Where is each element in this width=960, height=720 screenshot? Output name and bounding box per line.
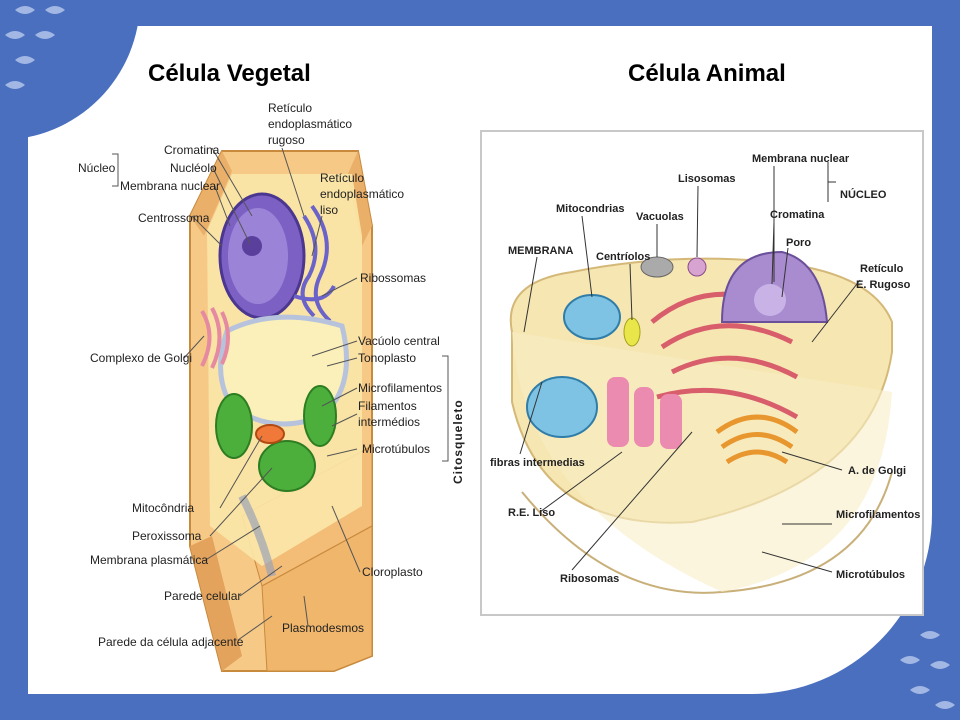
label-a-poro: Poro — [786, 237, 811, 249]
label-a-mitocondrias: Mitocondrias — [556, 203, 624, 215]
label-microtubulos: Microtúbulos — [362, 442, 430, 456]
label-centrossoma: Centrossoma — [138, 211, 210, 225]
label-citosqueleto: Citosqueleto — [451, 399, 465, 484]
label-nucleo: Núcleo — [78, 161, 116, 175]
label-complexo-golgi: Complexo de Golgi — [90, 351, 192, 365]
label-ribossomas: Ribossomas — [360, 271, 426, 285]
label-tonoplasto: Tonoplasto — [358, 351, 416, 365]
endoplasmic-reticulum — [293, 204, 336, 323]
label-a-re-liso: R.E. Liso — [508, 507, 555, 519]
label-filamentos-2: intermédios — [358, 415, 420, 429]
golgi-apparatus — [200, 307, 230, 369]
label-a-microfilamentos: Microfilamentos — [836, 509, 920, 521]
label-microfilamentos: Microfilamentos — [358, 381, 442, 395]
mitochondrion-2 — [526, 376, 598, 438]
animal-golgi — [715, 414, 799, 465]
label-a-reticulo-1: Retículo — [860, 263, 904, 275]
mitochondrion-1 — [563, 294, 621, 340]
label-a-centriolos: Centríolos — [596, 251, 650, 263]
label-peroxissoma: Peroxissoma — [132, 529, 202, 543]
label-a-lisosomas: Lisosomas — [678, 173, 735, 185]
plant-labels: Núcleo Cromatina Nucléolo Membrana nucle… — [78, 101, 465, 649]
nucleus — [218, 192, 306, 320]
label-parede-celular: Parede celular — [164, 589, 241, 603]
animal-cell-diagram: Membrana nuclear NÚCLEO Lisosomas Mitoco… — [480, 130, 924, 616]
smooth-er — [607, 377, 682, 449]
label-ret-liso-2: endoplasmático — [320, 187, 404, 201]
label-a-microtubulos: Microtúbulos — [836, 569, 905, 581]
label-ret-rugoso-3: rugoso — [268, 133, 305, 147]
label-nucleolo: Nucléolo — [170, 161, 217, 175]
label-ret-liso-1: Retículo — [320, 171, 364, 185]
label-cloroplasto: Cloroplasto — [362, 565, 423, 579]
label-cromatina: Cromatina — [164, 143, 220, 157]
label-vacuolo-central: Vacúolo central — [358, 334, 440, 348]
label-a-golgi: A. de Golgi — [848, 465, 906, 477]
label-membrana-nuclear: Membrana nuclear — [120, 179, 220, 193]
label-membrana-plasmatica: Membrana plasmática — [90, 553, 208, 567]
label-a-membrana: MEMBRANA — [508, 245, 573, 257]
label-ret-rugoso-2: endoplasmático — [268, 117, 352, 131]
chloroplasts — [215, 385, 337, 492]
lysosome — [687, 257, 707, 277]
animal-leader-lines — [519, 162, 861, 573]
label-a-membrana-nuclear: Membrana nuclear — [752, 153, 850, 165]
label-a-ribosomas: Ribosomas — [560, 573, 619, 585]
corner-ornament-top-left — [5, 6, 65, 89]
plant-cell-diagram: Núcleo Cromatina Nucléolo Membrana nucle… — [72, 96, 468, 682]
corner-ornament-bottom-right — [900, 631, 955, 709]
leader-lines — [112, 147, 449, 641]
label-mitocondria: Mitocôndria — [132, 501, 194, 515]
label-a-reticulo-2: E. Rugoso — [856, 279, 911, 291]
title-animal-cell: Célula Animal — [628, 60, 786, 87]
animal-nucleus — [720, 250, 829, 323]
label-a-cromatina: Cromatina — [770, 209, 825, 221]
label-parede-adjacente: Parede da célula adjacente — [98, 635, 244, 649]
animal-labels: Membrana nuclear NÚCLEO Lisosomas Mitoco… — [490, 153, 920, 585]
label-ret-liso-3: liso — [320, 203, 338, 217]
label-ret-rugoso-1: Retículo — [268, 101, 312, 115]
title-plant-cell: Célula Vegetal — [148, 60, 311, 87]
label-filamentos-1: Filamentos — [358, 399, 417, 413]
centriole — [623, 317, 641, 347]
plasma-membrane — [238, 494, 276, 577]
label-a-nucleo: NÚCLEO — [840, 188, 887, 201]
label-a-vacuolas: Vacuolas — [636, 211, 684, 223]
label-a-fibras: fibras intermedias — [490, 457, 585, 469]
label-plasmodesmos: Plasmodesmos — [282, 621, 364, 635]
mitochondrion — [255, 424, 285, 444]
